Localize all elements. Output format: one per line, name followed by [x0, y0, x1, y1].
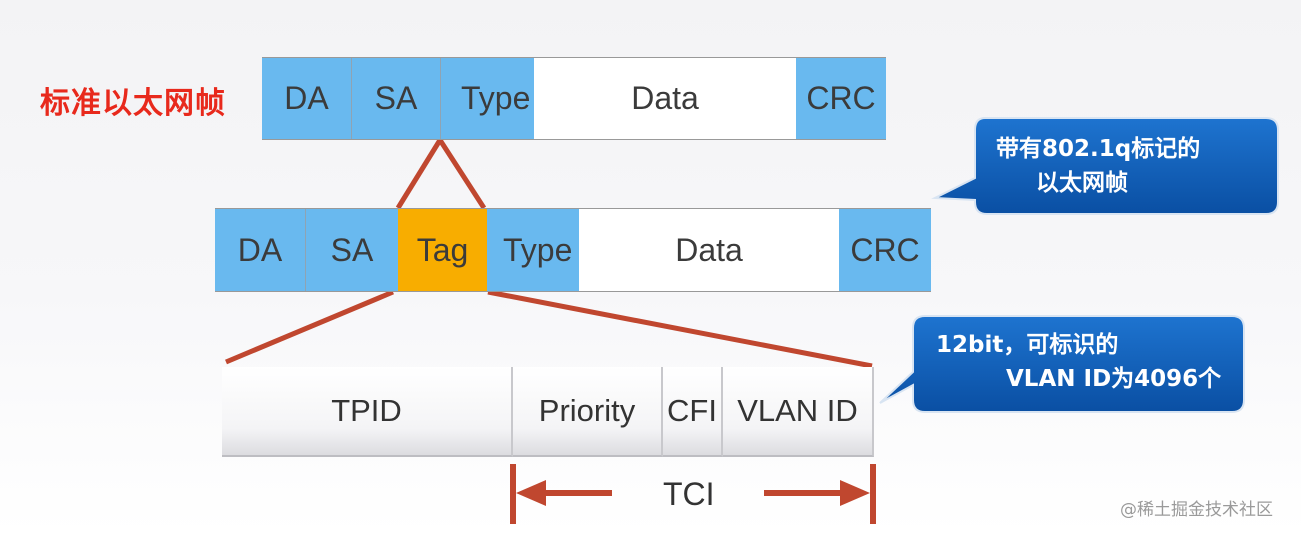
tagged-field-data: Data [579, 209, 839, 291]
callout-tagged-line2: 以太网帧 [1036, 170, 1128, 196]
tagged-frame: DA SA Tag Type Data CRC [215, 208, 931, 292]
tci-arrow-left-head [516, 480, 546, 506]
standard-field-data: Data [534, 58, 796, 139]
tag-detail: TPID Priority CFI VLAN ID [222, 367, 874, 457]
standard-field-crc: CRC [796, 58, 886, 139]
tci-arrow-right-head [840, 480, 870, 506]
tag-detail-line-right [487, 289, 873, 369]
callout-tagged-frame [931, 117, 1279, 215]
tagged-field-sa: SA [306, 209, 398, 291]
expansion-line-left [395, 138, 443, 210]
expansion-line-right [437, 138, 487, 210]
standard-frame: DA SA Type Data CRC [262, 57, 886, 140]
tag-field-priority: Priority [513, 367, 663, 457]
callout-vlan-id [879, 315, 1245, 413]
standard-field-sa: SA [352, 58, 441, 139]
tag-detail-line-left [225, 289, 394, 365]
callout-vlan-line1: 12bit，可标识的 [936, 332, 1119, 358]
tag-field-cfi: CFI [663, 367, 723, 457]
tci-label: TCI [663, 476, 715, 512]
tagged-field-da: DA [215, 209, 306, 291]
callout-tagged-line1: 带有802.1q标记的 [996, 136, 1201, 162]
callout-vlan-line2: VLAN ID为4096个 [1006, 366, 1222, 392]
tag-field-tpid: TPID [222, 367, 513, 457]
tagged-field-type: Type [487, 209, 579, 291]
watermark: @稀土掘金技术社区 [1120, 500, 1273, 520]
tag-field-vlan-id: VLAN ID [723, 367, 874, 457]
tagged-field-tag: Tag [398, 209, 487, 291]
tagged-field-crc: CRC [839, 209, 931, 291]
standard-field-type: Type [441, 58, 534, 139]
standard-frame-title: 标准以太网帧 [40, 86, 226, 121]
standard-field-da: DA [262, 58, 352, 139]
